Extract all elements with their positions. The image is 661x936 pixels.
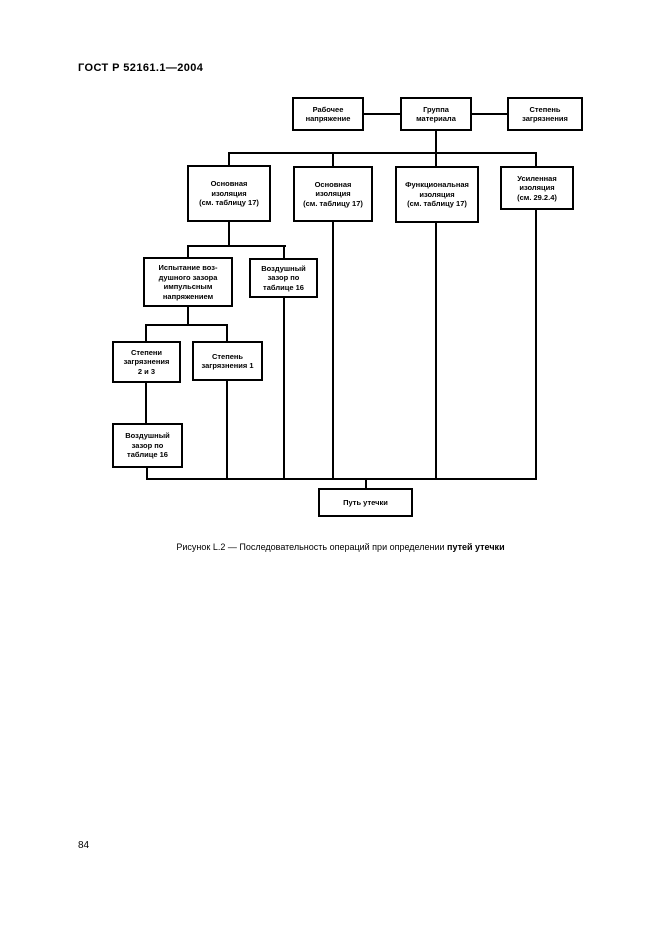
connector-line — [226, 381, 228, 480]
figure-caption-bold: путей утечки — [447, 542, 505, 552]
box-clearance-table16-left: Воздушный зазор по таблице 16 — [112, 423, 183, 468]
connector-line — [435, 131, 437, 154]
connector-line — [435, 152, 437, 167]
connector-line — [535, 210, 537, 480]
box-creepage-path: Путь утечки — [318, 488, 413, 517]
box-functional-insulation: Функциональная изоляция (см. таблицу 17) — [395, 166, 479, 223]
connector-line — [435, 223, 437, 480]
connector-rail — [228, 152, 537, 154]
page-number: 84 — [78, 840, 90, 851]
connector-rail — [146, 478, 537, 480]
connector-line — [365, 478, 367, 490]
box-impulse-test: Испытание воз- душного зазора импульсным… — [143, 257, 233, 307]
connector-line — [228, 152, 230, 166]
box-working-voltage: Рабочее напряжение — [292, 97, 364, 131]
connector-line — [283, 245, 285, 259]
connector-rail — [145, 324, 228, 326]
box-pollution-1: Степень загрязнения 1 — [192, 341, 263, 381]
connector-line — [145, 383, 147, 424]
box-material-group: Группа материала — [400, 97, 472, 131]
box-clearance-table16-right: Воздушный зазор по таблице 16 — [249, 258, 318, 298]
box-basic-insulation-1: Основная изоляция (см. таблицу 17) — [187, 165, 271, 222]
box-pollution-degree: Степень загрязнения — [507, 97, 583, 131]
connector-line — [145, 324, 147, 342]
connector-line — [471, 113, 507, 115]
document-title: ГОСТ Р 52161.1—2004 — [78, 62, 204, 74]
connector-line — [332, 222, 334, 480]
connector-line — [283, 298, 285, 480]
connector-line — [535, 152, 537, 167]
box-pollution-2-3: Степени загрязнения 2 и 3 — [112, 341, 181, 383]
box-basic-insulation-2: Основная изоляция (см. таблицу 17) — [293, 166, 373, 222]
connector-line — [228, 222, 230, 247]
connector-line — [363, 113, 400, 115]
connector-line — [146, 468, 148, 480]
connector-line — [226, 324, 228, 342]
connector-line — [187, 245, 189, 258]
connector-rail — [187, 245, 286, 247]
connector-line — [187, 307, 189, 326]
figure-caption: Рисунок L.2 — Последовательность операци… — [20, 542, 661, 552]
connector-line — [332, 152, 334, 167]
figure-caption-text: Рисунок L.2 — Последовательность операци… — [176, 542, 448, 552]
box-reinforced-insulation: Усиленная изоляция (см. 29.2.4) — [500, 166, 574, 210]
